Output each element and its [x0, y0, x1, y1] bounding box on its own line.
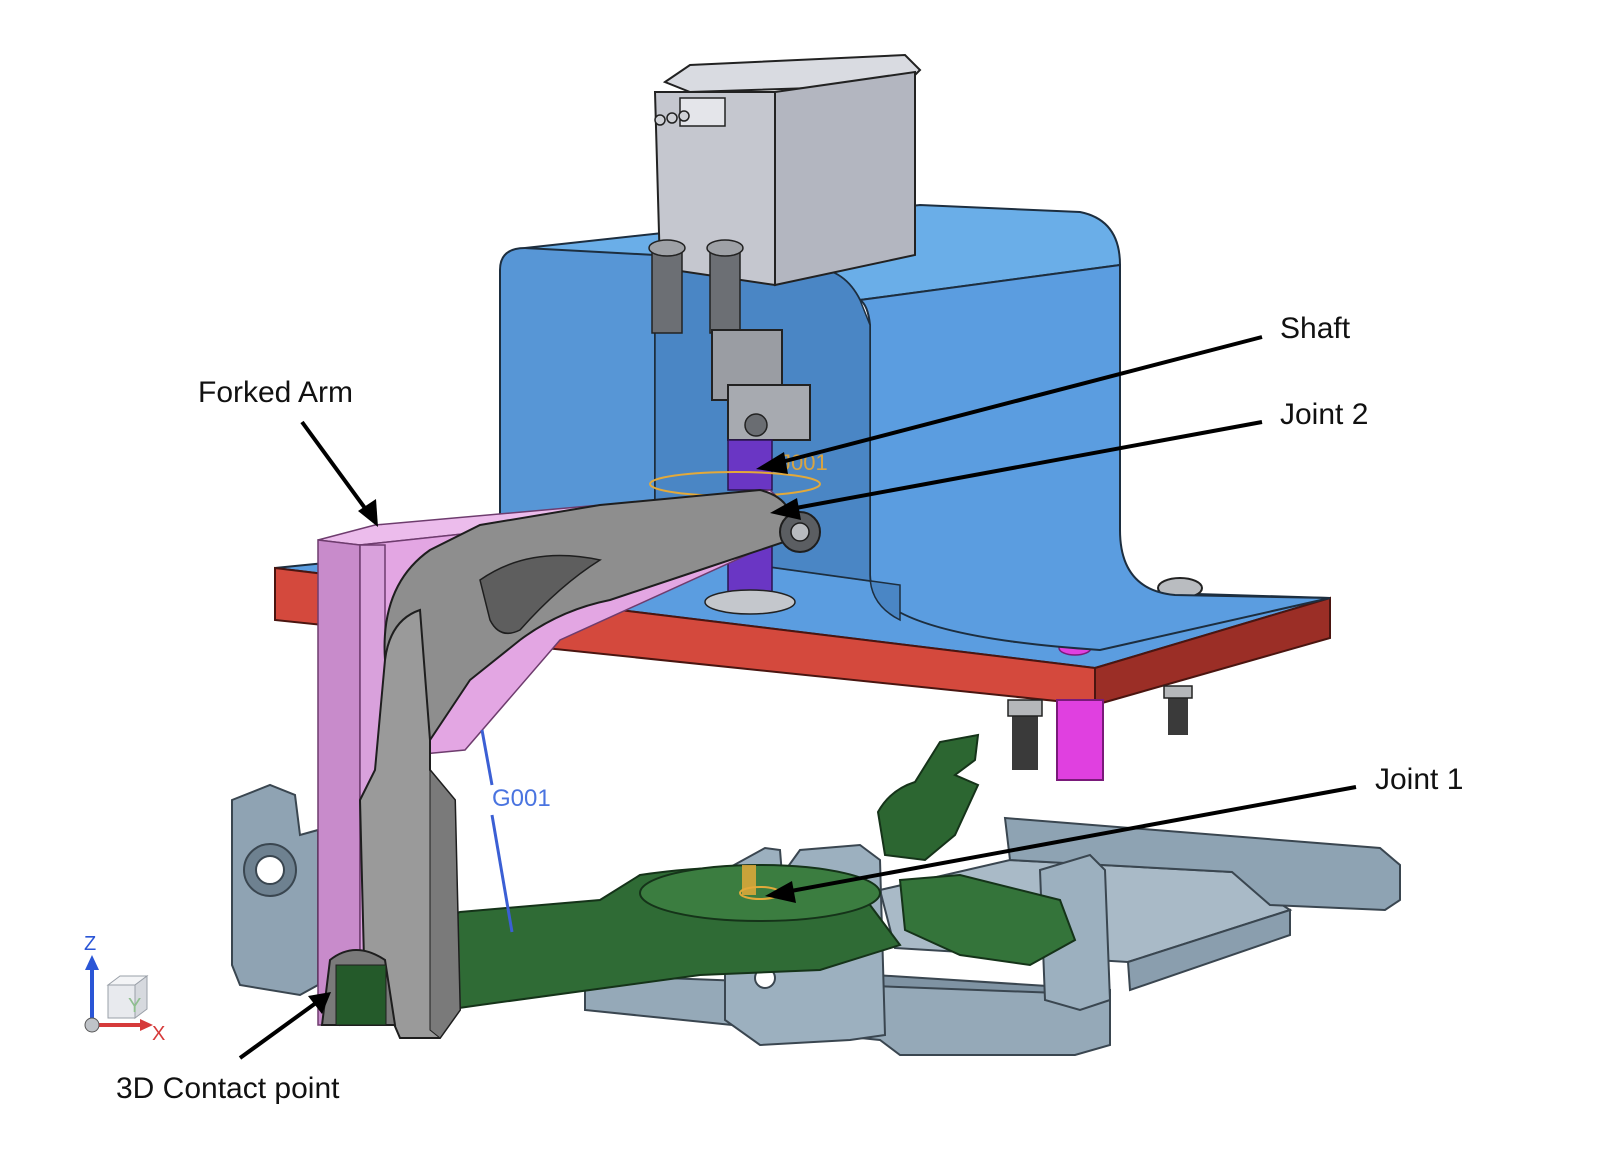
- servo-motor: [648, 53, 922, 441]
- green-right-lobe: [898, 873, 1077, 967]
- joint2-nut-center: [790, 522, 810, 542]
- joint2-arrow-line: [784, 420, 1263, 512]
- shaft-clamp: [727, 384, 811, 441]
- bolt: [1007, 699, 1043, 770]
- base-plate-right-face: [1094, 596, 1331, 707]
- shaft-washer: [704, 589, 796, 615]
- left-bracket-hole-inner: [255, 855, 285, 885]
- forked-arm-web: [479, 554, 602, 635]
- contact-insert: [335, 964, 387, 1026]
- joint1-arrow-line: [779, 785, 1357, 895]
- callout-arrows: [238, 335, 1357, 1060]
- bracket-right-wall: [857, 263, 1331, 652]
- green-flap: [876, 733, 980, 862]
- connector-pin: [666, 112, 678, 124]
- forked-arm-arrow-line: [300, 420, 372, 517]
- z-axis-arrow: [85, 955, 99, 970]
- triad-y-label: Y: [128, 995, 141, 1017]
- callout-labels: Shaft Joint 2 Forked Arm Joint 1 3D Cont…: [116, 312, 1463, 1105]
- relation-line-upper: [480, 729, 494, 786]
- triad-cube-side: [134, 975, 148, 1019]
- triad-x-label: X: [152, 1023, 165, 1045]
- label-shaft: Shaft: [1280, 312, 1351, 345]
- forked-arm-arrow-head: [358, 499, 378, 527]
- contact-point-arrow-line: [238, 998, 322, 1060]
- servo-mount-studs: [648, 239, 744, 334]
- clamp-screw: [744, 413, 768, 437]
- triad-z-label: Z: [84, 933, 96, 955]
- right-hinge-bracket: [1038, 853, 1112, 1012]
- coordinate-triad: Z X Y: [84, 933, 165, 1045]
- joint1-arrow-head: [765, 881, 796, 903]
- gear-relation-tag: G001: [492, 785, 551, 812]
- joint2-arrow-head: [770, 498, 801, 520]
- relation-line-lower: [490, 814, 514, 933]
- triad-origin: [84, 1017, 100, 1033]
- shaft-arrow-line: [769, 335, 1263, 467]
- tray-right-flange: [1126, 908, 1291, 992]
- bolt: [1163, 685, 1193, 735]
- shaft-arrow-head: [756, 452, 788, 474]
- magenta-pin: [1056, 699, 1104, 781]
- contact-point-arrow-head: [308, 992, 331, 1014]
- connector-pin: [678, 110, 690, 122]
- green-lever-part: [328, 733, 1077, 1027]
- label-joint1: Joint 1: [1375, 763, 1463, 796]
- gear-relation-marker: G001: [480, 729, 551, 933]
- forked-arm-leg-shade: [429, 768, 461, 1039]
- green-disc: [639, 864, 881, 922]
- label-contact-point: 3D Contact point: [116, 1072, 340, 1105]
- label-forked-arm: Forked Arm: [198, 376, 353, 409]
- connector-pin: [654, 114, 666, 126]
- x-axis-arrow: [140, 1019, 153, 1031]
- label-joint2: Joint 2: [1280, 398, 1368, 431]
- servo-side-face: [774, 70, 916, 287]
- forked-arm: [320, 488, 821, 1039]
